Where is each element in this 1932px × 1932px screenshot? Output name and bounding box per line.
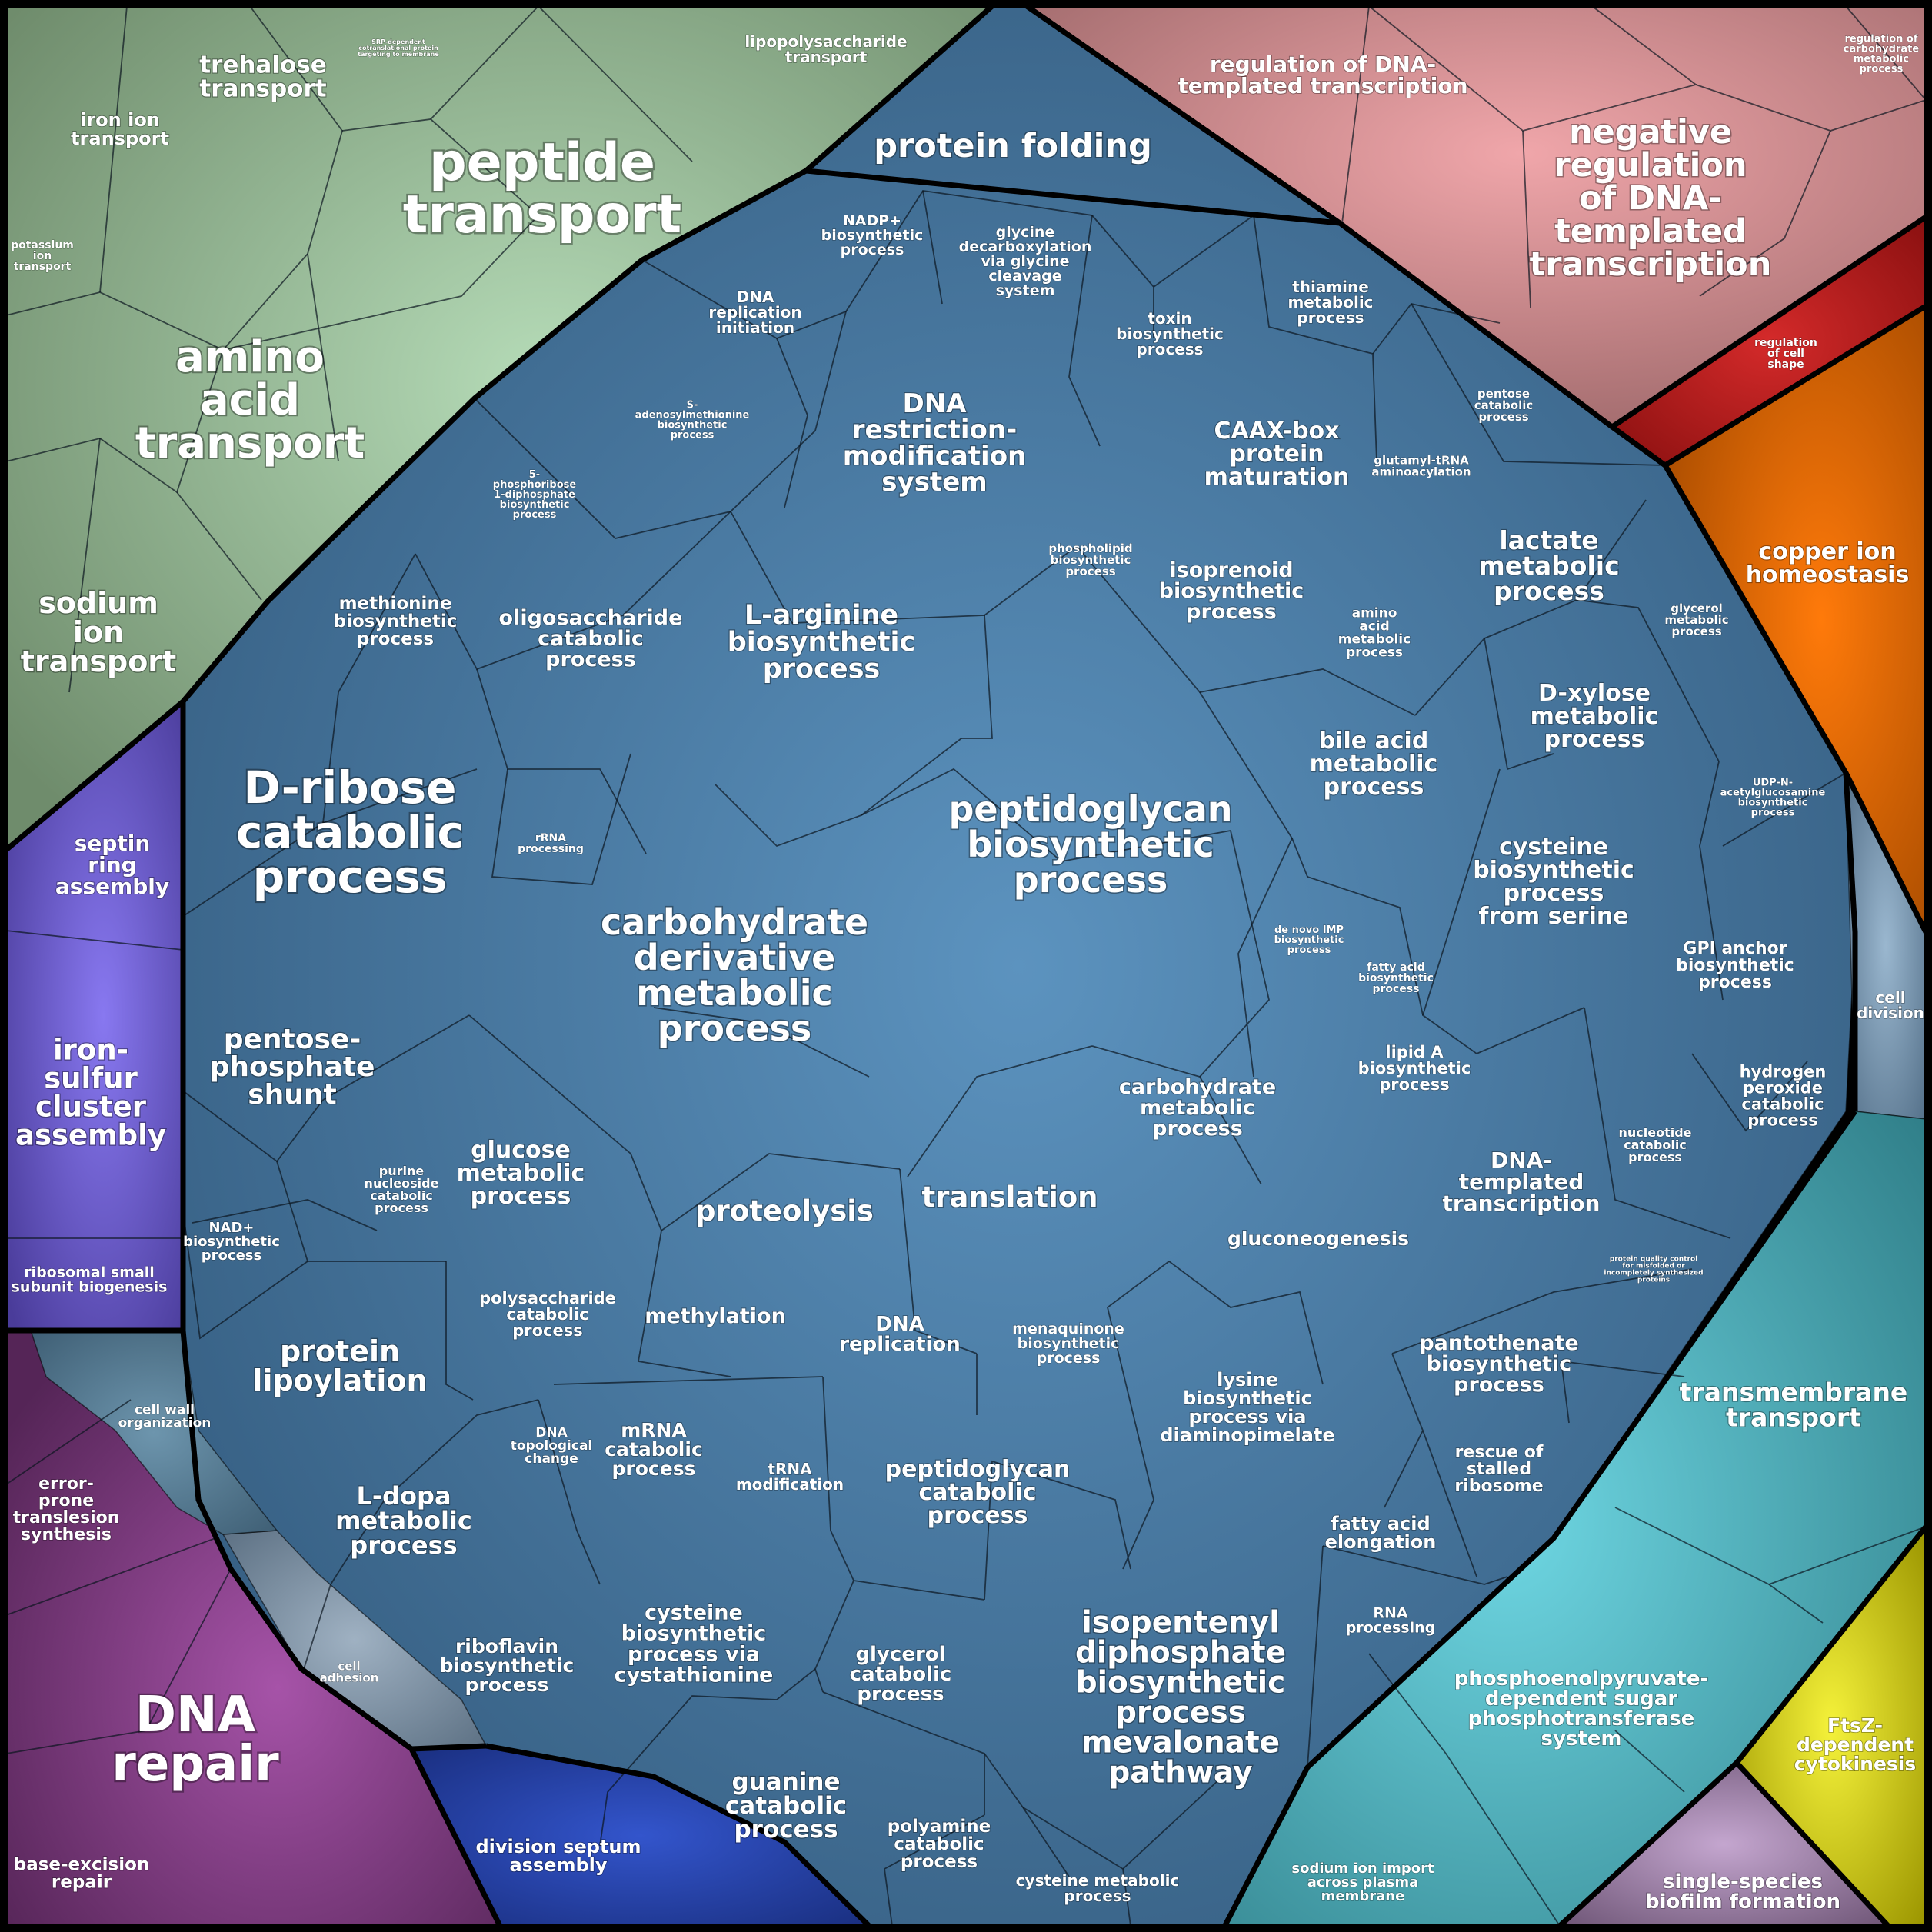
label-translation: translation xyxy=(921,1181,1098,1214)
label-gluconeogenesis: gluconeogenesis xyxy=(1227,1227,1409,1250)
label-regulation-dna-templated: regulation of DNA-templated transcriptio… xyxy=(1178,52,1467,98)
label-proteolysis: proteolysis xyxy=(695,1194,874,1227)
label-protein-folding: protein folding xyxy=(874,127,1151,165)
label-methylation: methylation xyxy=(645,1304,786,1328)
cell-dividers xyxy=(5,5,1927,1927)
